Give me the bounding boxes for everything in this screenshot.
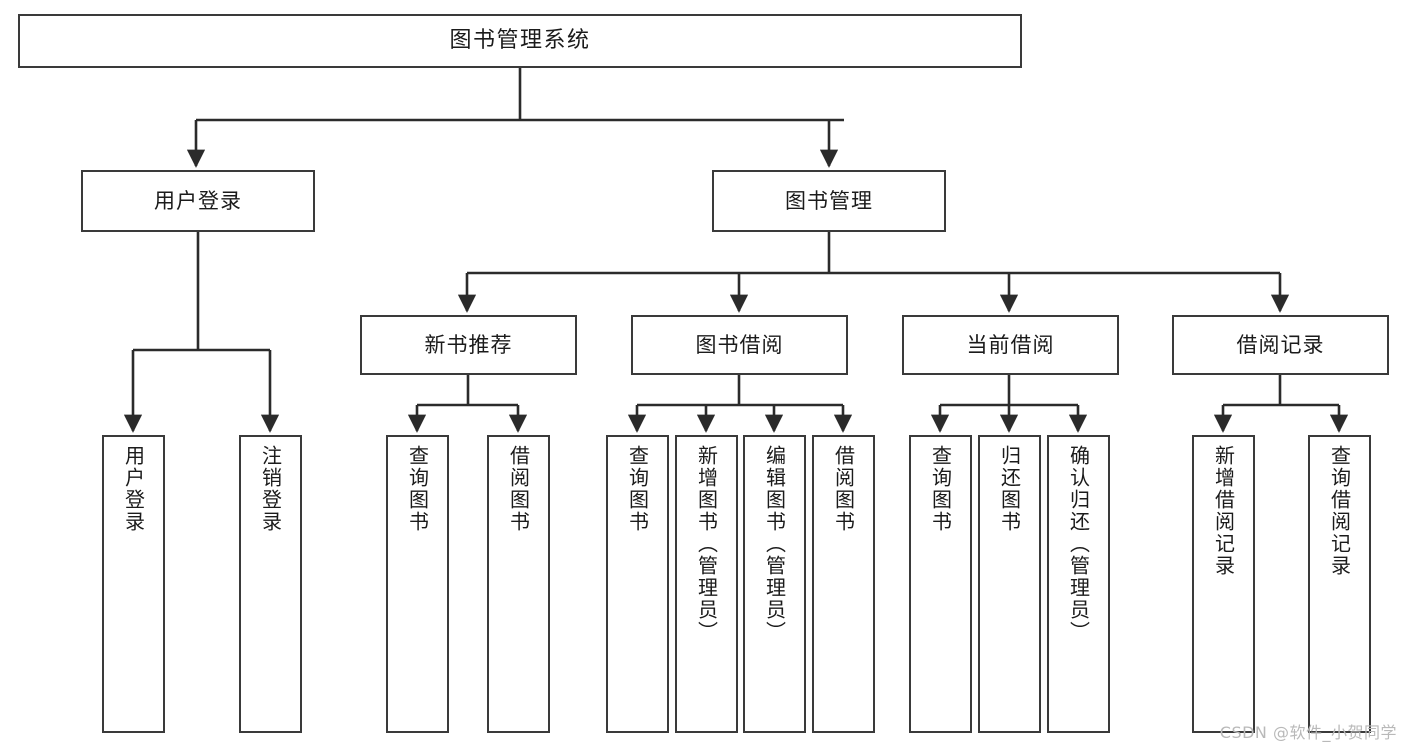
node-book-borrow[interactable]: 图书借阅	[631, 315, 848, 375]
leaf-add-book-admin-label: 新增图书（管理员）	[694, 445, 719, 643]
node-current-borrow-label: 当前借阅	[966, 332, 1055, 357]
watermark: CSDN @软件_小贺同学	[1219, 723, 1397, 742]
leaf-return-book-label: 归还图书	[997, 445, 1022, 533]
leaf-query-borrow-record[interactable]: 查询借阅记录	[1308, 435, 1371, 733]
node-new-book-recommend-label: 新书推荐	[424, 332, 513, 357]
leaf-logout[interactable]: 注销登录	[239, 435, 302, 733]
leaf-add-book-admin[interactable]: 新增图书（管理员）	[675, 435, 738, 733]
leaf-query-book-current-label: 查询图书	[928, 445, 953, 533]
leaf-borrow-book-recommend-label: 借阅图书	[506, 445, 531, 533]
leaf-confirm-return-admin[interactable]: 确认归还（管理员）	[1047, 435, 1110, 733]
leaf-query-book-borrow[interactable]: 查询图书	[606, 435, 669, 733]
leaf-edit-book-admin[interactable]: 编辑图书（管理员）	[743, 435, 806, 733]
leaf-user-login-label: 用户登录	[121, 445, 146, 533]
node-root-label: 图书管理系统	[449, 28, 591, 54]
leaf-edit-book-admin-label: 编辑图书（管理员）	[762, 445, 787, 643]
leaf-query-book-current[interactable]: 查询图书	[909, 435, 972, 733]
node-new-book-recommend[interactable]: 新书推荐	[360, 315, 577, 375]
leaf-borrow-book-label: 借阅图书	[831, 445, 856, 533]
node-user-login[interactable]: 用户登录	[81, 170, 315, 232]
leaf-query-book-recommend[interactable]: 查询图书	[386, 435, 449, 733]
node-borrow-records-label: 借阅记录	[1236, 332, 1325, 357]
node-book-management[interactable]: 图书管理	[712, 170, 946, 232]
leaf-borrow-book[interactable]: 借阅图书	[812, 435, 875, 733]
node-current-borrow[interactable]: 当前借阅	[902, 315, 1119, 375]
node-root[interactable]: 图书管理系统	[18, 14, 1022, 68]
leaf-logout-label: 注销登录	[258, 445, 283, 533]
leaf-add-borrow-record-label: 新增借阅记录	[1211, 445, 1236, 577]
leaf-user-login[interactable]: 用户登录	[102, 435, 165, 733]
leaf-query-book-recommend-label: 查询图书	[405, 445, 430, 533]
node-book-borrow-label: 图书借阅	[695, 332, 784, 357]
node-borrow-records[interactable]: 借阅记录	[1172, 315, 1389, 375]
leaf-borrow-book-recommend[interactable]: 借阅图书	[487, 435, 550, 733]
leaf-add-borrow-record[interactable]: 新增借阅记录	[1192, 435, 1255, 733]
leaf-confirm-return-admin-label: 确认归还（管理员）	[1066, 445, 1091, 643]
node-user-login-label: 用户登录	[154, 188, 242, 213]
leaf-return-book[interactable]: 归还图书	[978, 435, 1041, 733]
leaf-query-borrow-record-label: 查询借阅记录	[1327, 445, 1352, 577]
node-book-management-label: 图书管理	[785, 188, 873, 213]
leaf-query-book-borrow-label: 查询图书	[625, 445, 650, 533]
